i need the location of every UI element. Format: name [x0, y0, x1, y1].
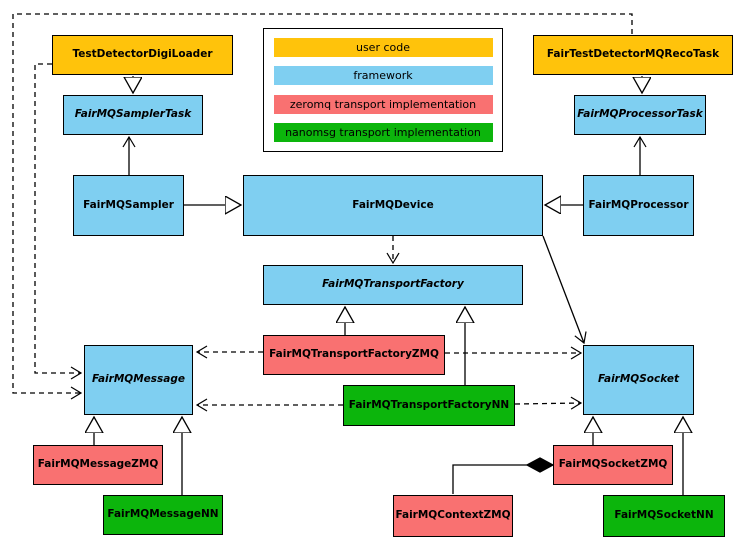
composition-diamond-icon	[525, 457, 555, 473]
node-fairmq-transport-factory-zmq: FairMQTransportFactoryZMQ	[263, 335, 445, 375]
legend-item-zeromq: zeromq transport implementation	[273, 94, 493, 114]
node-fairmq-transport-factory-nn: FairMQTransportFactoryNN	[343, 385, 515, 426]
node-fairmq-message: FairMQMessage	[84, 345, 193, 415]
legend-item-framework: framework	[273, 66, 493, 86]
node-fairmq-processor: FairMQProcessor	[583, 175, 694, 236]
node-fairmq-sampler: FairMQSampler	[73, 175, 184, 236]
node-fairmq-socket: FairMQSocket	[583, 345, 694, 415]
node-fairmq-socket-zmq: FairMQSocketZMQ	[553, 445, 673, 485]
node-fairmq-transport-factory: FairMQTransportFactory	[263, 265, 523, 305]
node-fairmq-device: FairMQDevice	[243, 175, 543, 236]
edge-dependency-digiloader-message	[34, 63, 83, 380]
node-fairmq-message-zmq: FairMQMessageZMQ	[33, 445, 163, 485]
node-test-detector-digi-loader: TestDetectorDigiLoader	[52, 35, 233, 75]
edge-dependency-factorynn-socket	[514, 396, 583, 410]
node-fairmq-message-nn: FairMQMessageNN	[103, 495, 223, 535]
node-fairmq-socket-nn: FairMQSocketNN	[603, 495, 725, 537]
legend-item-nanomsg: nanomsg transport implementation	[273, 122, 493, 142]
legend-item-user-code: user code	[273, 38, 493, 58]
node-fairmq-sampler-task: FairMQSamplerTask	[63, 95, 203, 135]
edge-composition-socketzmq-contextzmq	[452, 464, 527, 494]
edge-association-device-socket	[542, 235, 587, 345]
legend: user code framework zeromq transport imp…	[263, 28, 503, 152]
node-fairmq-context-zmq: FairMQContextZMQ	[393, 495, 513, 537]
node-fair-test-detector-mq-reco-task: FairTestDetectorMQRecoTask	[533, 35, 733, 75]
node-fairmq-processor-task: FairMQProcessorTask	[574, 95, 706, 135]
edge-dependency-recotask-message	[12, 13, 633, 400]
